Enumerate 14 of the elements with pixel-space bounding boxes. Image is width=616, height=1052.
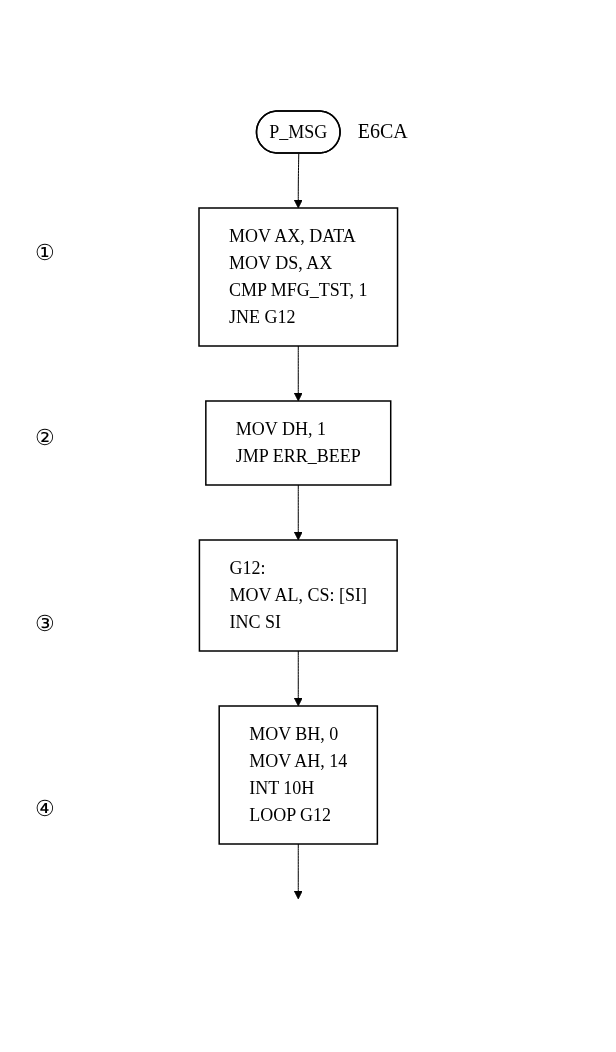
arrow bbox=[293, 843, 303, 900]
arrow bbox=[293, 484, 303, 541]
arrow bbox=[293, 650, 303, 707]
node-box: G12: MOV AL, CS: [SI] INC SI bbox=[198, 539, 398, 652]
address-label: E6CA bbox=[357, 120, 408, 143]
step-number: ① bbox=[35, 239, 55, 266]
node-box: MOV DH, 1 JMP ERR_BEEP bbox=[204, 400, 392, 486]
node-box: MOV AX, DATA MOV DS, AX CMP MFG_TST, 1 JNE G12 bbox=[197, 207, 398, 347]
arrow bbox=[293, 153, 303, 209]
step-number: ③ bbox=[35, 610, 55, 637]
node-box: MOV BH, 0 MOV AH, 14 INT 10H LOOP G12 bbox=[218, 705, 378, 845]
arrow bbox=[293, 345, 303, 402]
step-number: ② bbox=[35, 425, 55, 452]
step-number: ④ bbox=[35, 796, 55, 823]
